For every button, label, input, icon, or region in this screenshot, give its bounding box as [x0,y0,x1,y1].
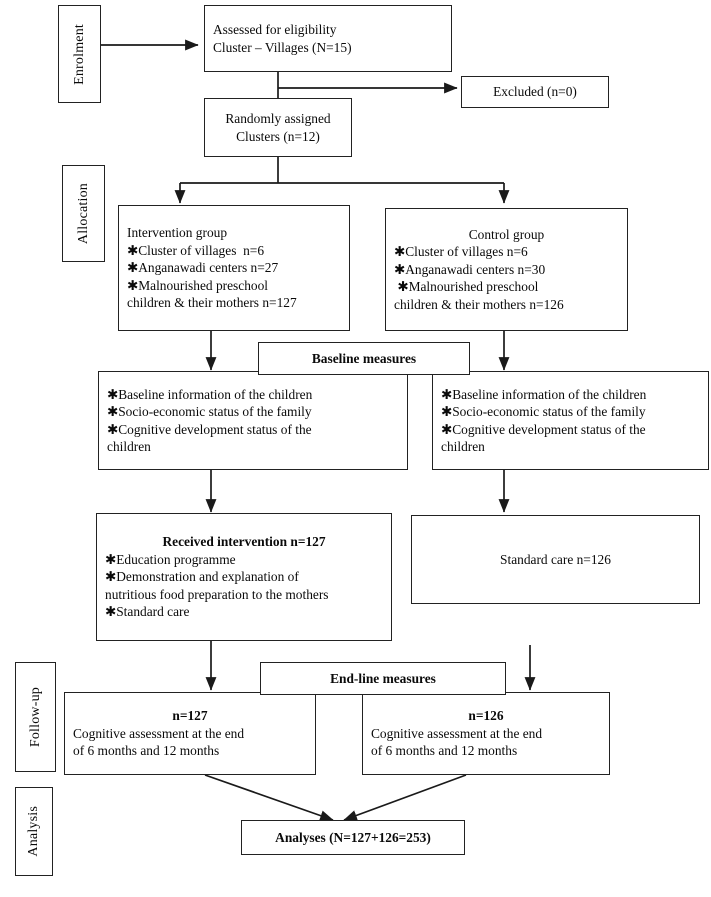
baseline-intervention-item-1: ✱Baseline information of the children [107,386,313,402]
node-followup-intervention: n=127 Cognitive assessment at the end of… [64,692,316,775]
wire-followup-control-to-analyses [343,774,467,821]
node-baseline-intervention: ✱Baseline information of the children ✱S… [98,371,408,470]
wire-followup-intervention-to-analyses [204,774,334,821]
followup-intervention-line-2: of 6 months and 12 months [73,743,220,759]
stage-label-analysis-text: Analysis [26,806,41,857]
banner-endline-measures: End-line measures [260,662,506,695]
intervention-group-item-1: ✱Cluster of villages n=6 [127,242,265,258]
stage-label-analysis: Analysis [15,787,53,876]
analyses-label: Analyses (N=127+126=253) [275,829,431,845]
received-intervention-item-4: ✱Standard care [105,604,190,620]
baseline-intervention-item-2: ✱Socio-economic status of the family [107,404,312,420]
stage-label-followup-text: Follow-up [27,686,43,748]
node-followup-control: n=126 Cognitive assessment at the end of… [362,692,610,775]
followup-control-line-2: of 6 months and 12 months [371,743,518,759]
excluded-label: Excluded (n=0) [493,84,577,100]
intervention-group-heading: Intervention group [127,225,228,241]
node-standard-care: Standard care n=126 [411,515,700,604]
intervention-group-item-2: ✱Anganawadi centers n=27 [127,260,279,276]
received-intervention-heading: Received intervention n=127 [162,534,326,550]
node-control-group: Control group ✱Cluster of villages n=6 ✱… [385,208,628,331]
banner-baseline-measures: Baseline measures [258,342,470,375]
intervention-group-item-3: ✱Malnourished preschool [127,277,269,293]
baseline-intervention-item-4: children [107,438,151,454]
standard-care-label: Standard care n=126 [500,551,611,567]
followup-intervention-line-1: Cognitive assessment at the end [73,725,245,741]
control-group-item-4: children & their mothers n=126 [394,296,564,312]
node-assessed-for-eligibility: Assessed for eligibility Cluster – Villa… [204,5,452,72]
node-received-intervention: Received intervention n=127 ✱Education p… [96,513,392,641]
baseline-banner-label: Baseline measures [311,350,417,366]
baseline-intervention-item-3: ✱Cognitive development status of the [107,421,312,437]
intervention-group-item-4: children & their mothers n=127 [127,295,297,311]
endline-banner-label: End-line measures [330,670,436,686]
control-group-item-3: ✱Malnourished preschool [394,279,539,295]
randomised-line-2: Clusters (n=12) [236,128,320,144]
node-excluded: Excluded (n=0) [461,76,609,108]
stage-label-allocation: Allocation [62,165,105,262]
control-group-heading: Control group [468,226,545,242]
followup-intervention-heading: n=127 [172,708,208,724]
received-intervention-item-2: ✱Demonstration and explanation of [105,569,299,585]
node-analyses: Analyses (N=127+126=253) [241,820,465,855]
randomised-line-1: Randomly assigned [225,111,331,127]
assessed-line-2: Cluster – Villages (N=15) [213,39,352,55]
followup-control-line-1: Cognitive assessment at the end [371,725,543,741]
assessed-line-1: Assessed for eligibility [213,22,337,38]
followup-control-heading: n=126 [468,708,504,724]
baseline-control-item-4: children [441,438,485,454]
stage-label-enrolment-text: Enrolment [71,23,87,85]
received-intervention-item-1: ✱Education programme [105,551,236,567]
stage-label-enrolment: Enrolment [58,5,101,103]
received-intervention-item-3: nutritious food preparation to the mothe… [105,586,329,602]
stage-label-allocation-text: Allocation [75,182,91,245]
baseline-control-item-1: ✱Baseline information of the children [441,386,647,402]
node-baseline-control: ✱Baseline information of the children ✱S… [432,371,709,470]
node-intervention-group: Intervention group ✱Cluster of villages … [118,205,350,331]
control-group-item-2: ✱Anganawadi centers n=30 [394,261,546,277]
baseline-control-item-2: ✱Socio-economic status of the family [441,404,646,420]
control-group-item-1: ✱Cluster of villages n=6 [394,244,528,260]
stage-label-followup: Follow-up [15,662,56,772]
node-randomly-assigned: Randomly assigned Clusters (n=12) [204,98,352,157]
baseline-control-item-3: ✱Cognitive development status of the [441,421,646,437]
